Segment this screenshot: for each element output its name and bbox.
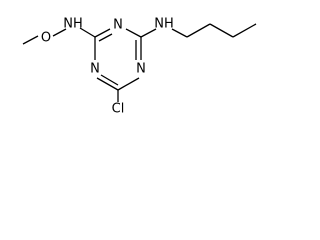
bond-c1-c2 <box>186 23 211 38</box>
bond-methyl-o <box>22 35 39 45</box>
bond-n5-c4 <box>117 77 140 91</box>
atom-nh-left: NH <box>63 17 83 32</box>
bond-nh-c2 <box>79 27 96 38</box>
bond-c4-n3 <box>96 77 119 91</box>
atom-labels: NH O N NH N N Cl <box>41 17 174 117</box>
bond-c4-n3-inner <box>100 74 119 86</box>
bond-nh-c1 <box>171 28 188 38</box>
bond-n1-c6 <box>125 28 142 38</box>
bonds <box>22 23 257 102</box>
bond-c3-c4 <box>232 23 257 38</box>
atom-n-ring-top: N <box>113 18 123 33</box>
atom-n-ring-left: N <box>90 62 100 77</box>
molecule-structure: NH O N NH N N Cl <box>22 17 257 117</box>
atom-cl: Cl <box>112 102 125 117</box>
bond-c2-c3 <box>209 23 234 38</box>
bond-c6-nh <box>140 28 157 38</box>
bond-o-nh <box>52 28 67 37</box>
bond-c2-n1 <box>94 28 111 38</box>
atom-n-ring-right: N <box>136 62 146 77</box>
bond-c2-n1-inner <box>98 33 113 42</box>
atom-nh-right: NH <box>154 17 174 32</box>
atom-o-methoxy: O <box>41 31 51 46</box>
